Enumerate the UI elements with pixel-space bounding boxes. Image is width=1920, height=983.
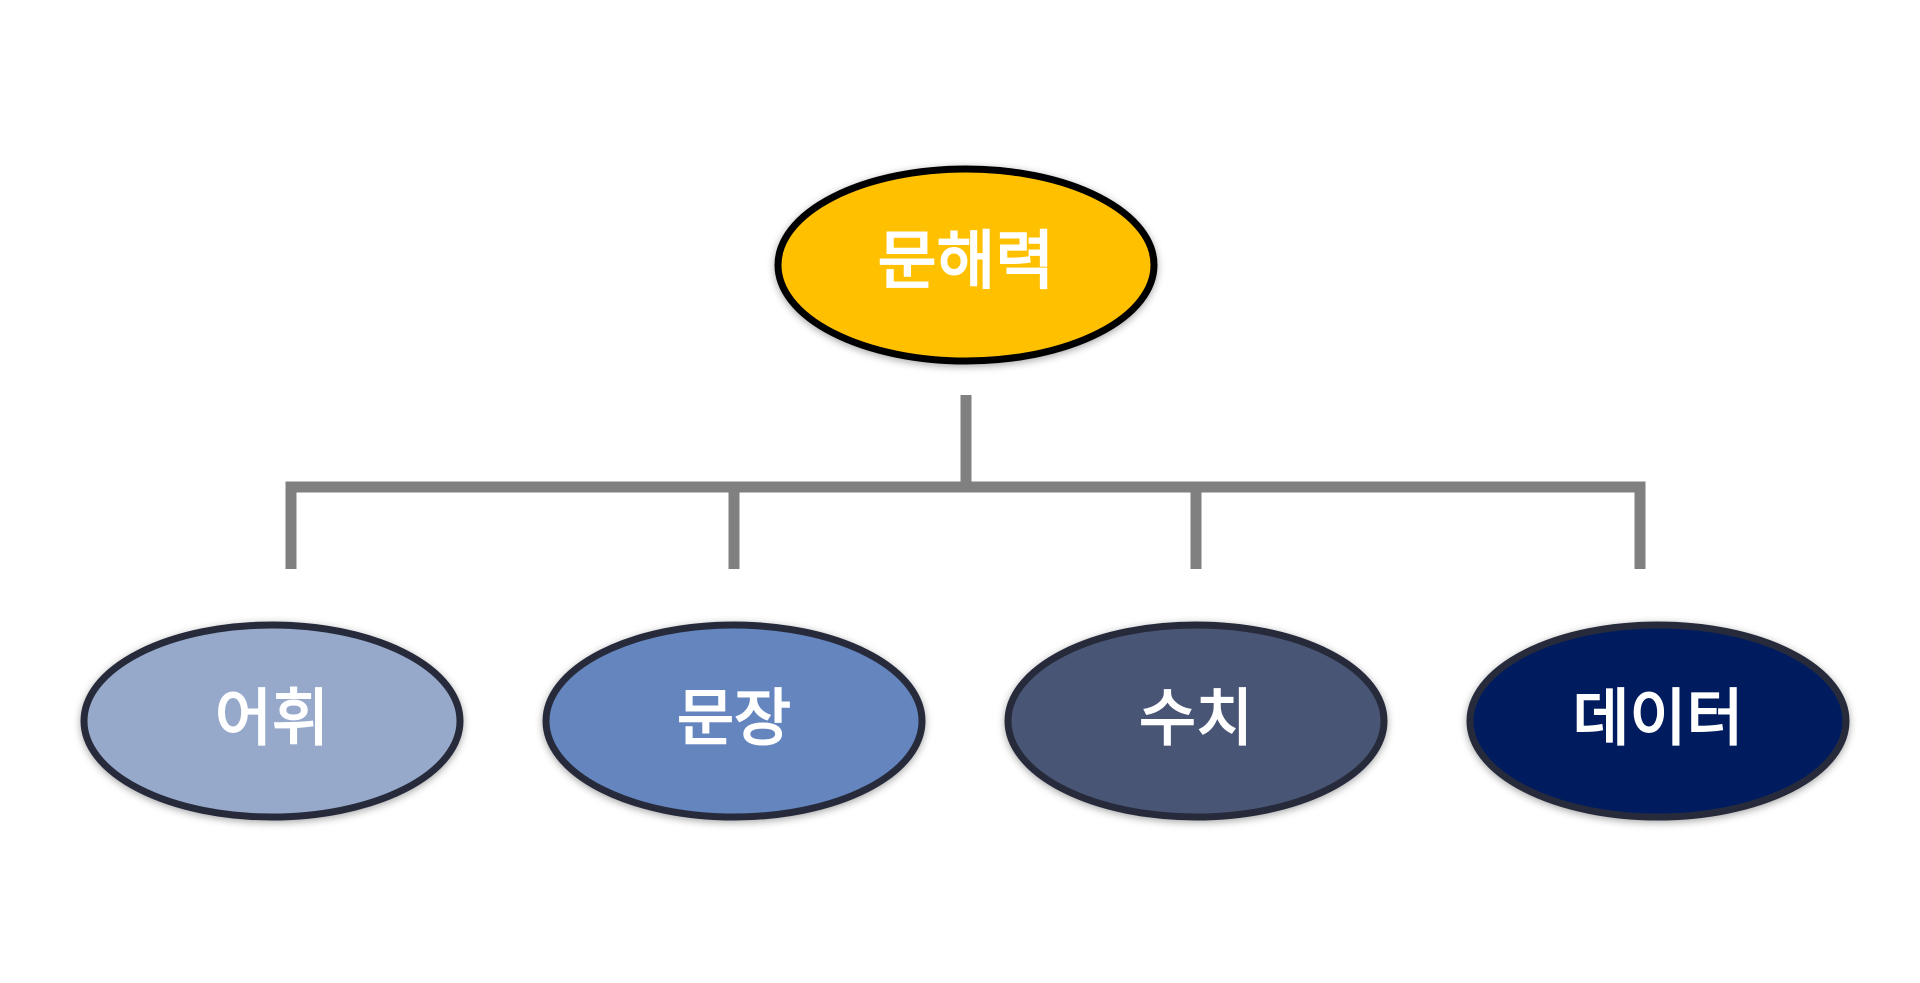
root-ellipse — [774, 165, 1158, 365]
child-node-vocabulary: 어휘 — [80, 621, 464, 821]
child-label-data: 데이터 — [1572, 682, 1743, 755]
child-ellipse-vocabulary — [80, 621, 464, 821]
connector-lines — [285, 395, 1646, 569]
child-ellipse-sentence — [542, 621, 926, 821]
child-node-sentence: 문장 — [542, 621, 926, 821]
horizontal-bus-line — [285, 481, 1646, 569]
child-label-numbers: 수치 — [1139, 682, 1253, 755]
root-node: 문해력 — [774, 165, 1158, 365]
child-node-numbers: 수치 — [1004, 621, 1388, 821]
child-label-vocabulary: 어휘 — [215, 682, 329, 755]
child-label-sentence: 문장 — [677, 682, 791, 755]
root-label: 문해력 — [878, 225, 1055, 299]
child-ellipse-numbers — [1004, 621, 1388, 821]
child-node-data: 데이터 — [1466, 621, 1850, 821]
child-ellipse-data — [1466, 621, 1850, 821]
